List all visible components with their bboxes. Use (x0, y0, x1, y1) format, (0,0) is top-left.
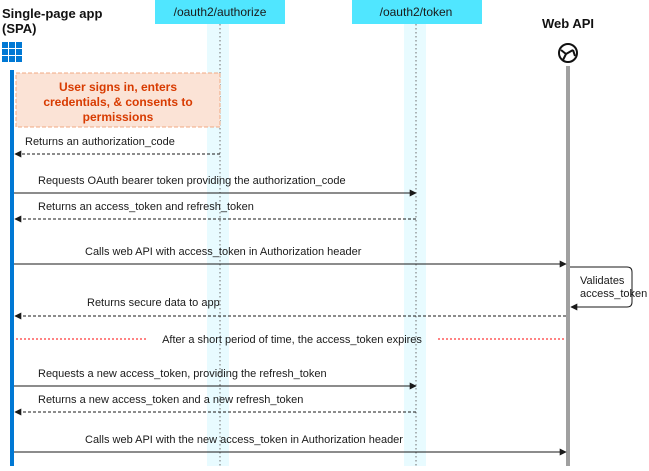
authorize-endpoint-box (155, 0, 285, 24)
token-lane (404, 22, 426, 466)
api-title: Web API (542, 16, 594, 31)
token-endpoint-label: /oauth2/token (380, 5, 453, 19)
message-label-2: Requests OAuth bearer token providing th… (38, 175, 346, 187)
spa-subtitle: (SPA) (2, 21, 36, 36)
authorize-endpoint-label: /oauth2/authorize (174, 5, 267, 19)
message-label-8: Returns a new access_token and a new ref… (38, 394, 303, 406)
self-message-line-1: Validates (580, 275, 625, 287)
spa-title: Single-page app (2, 6, 102, 21)
divider-text: After a short period of time, the access… (162, 334, 422, 346)
token-endpoint-box (352, 0, 482, 24)
note-line-2: credentials, & consents to (43, 95, 192, 109)
message-label-4: Calls web API with access_token in Autho… (85, 246, 362, 258)
note-line-1: User signs in, enters (59, 80, 177, 94)
message-label-3: Returns an access_token and refresh_toke… (38, 201, 254, 213)
self-message-line-2: access_token (580, 288, 647, 300)
message-label-9: Calls web API with the new access_token … (85, 434, 403, 446)
spa-activation-bar (10, 70, 14, 466)
authorize-lane (207, 22, 229, 466)
message-label-1: Returns an authorization_code (25, 136, 175, 148)
note-line-3: permissions (83, 110, 154, 124)
sign-in-note (15, 72, 221, 128)
self-message-arrow (570, 266, 633, 311)
message-label-7: Requests a new access_token, providing t… (38, 368, 327, 380)
message-label-6: Returns secure data to app (87, 297, 220, 309)
globe-network-icon (558, 43, 578, 63)
api-activation-bar (566, 66, 570, 466)
app-grid-icon (2, 42, 22, 62)
